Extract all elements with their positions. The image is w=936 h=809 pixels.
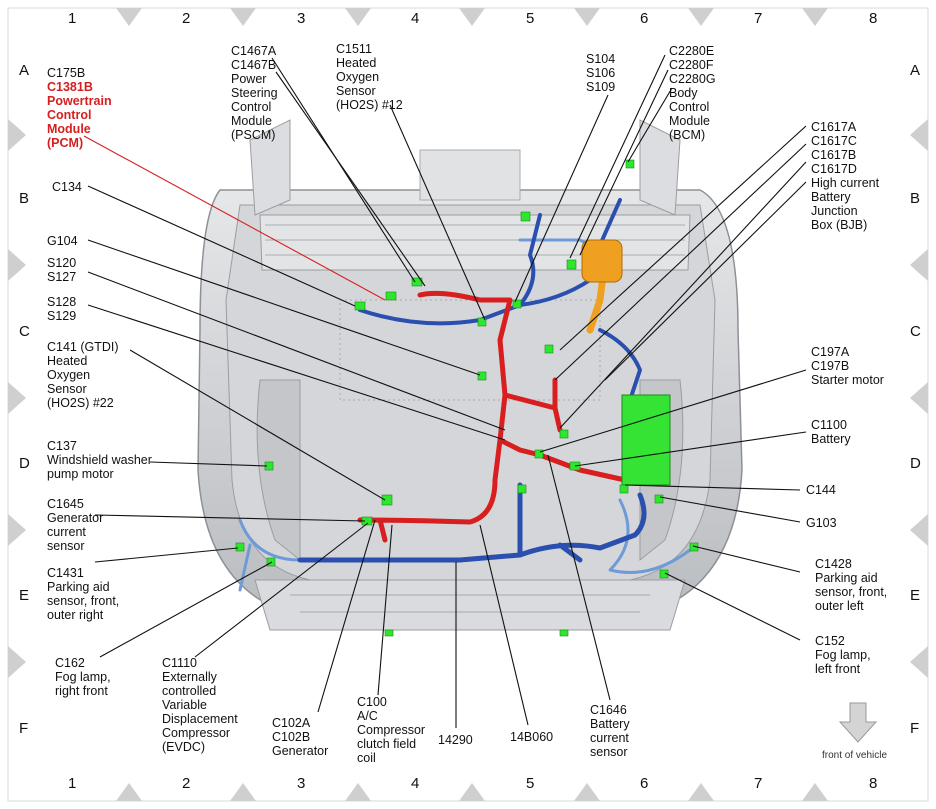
label-14290: 14290: [438, 733, 473, 747]
label-c144: C144: [806, 483, 836, 497]
front-of-vehicle-label: front of vehicle: [822, 750, 888, 761]
label-c162: C162 Fog lamp, right front: [55, 656, 111, 698]
label-c197: C197A C197B Starter motor: [811, 345, 884, 387]
grid-row-B-left: B: [19, 190, 30, 207]
grid-col-6-bottom: 6: [640, 775, 649, 792]
label-c134: C134: [52, 180, 82, 194]
grid-col-4-top: 4: [411, 10, 420, 27]
grid-col-7-bottom: 7: [754, 775, 763, 792]
grid-row-D-left: D: [19, 455, 30, 472]
grid-col-5-bottom: 5: [526, 775, 535, 792]
label-c100: C100 A/C Compressor clutch field coil: [357, 695, 426, 765]
label-c1645: C1645 Generator current sensor: [47, 497, 104, 553]
label-splices-s104: S104 S106 S109: [586, 52, 616, 94]
label-c175b: C175B: [47, 66, 86, 80]
grid-row-E-right: E: [910, 587, 921, 604]
grid-col-8-bottom: 8: [869, 775, 878, 792]
grid-col-4-bottom: 4: [411, 775, 420, 792]
grid-col-5-top: 5: [526, 10, 535, 27]
battery-block: [621, 394, 671, 486]
label-g103: G103: [806, 516, 837, 530]
label-c152: C152 Fog lamp, left front: [815, 634, 871, 676]
label-bcm: C2280E C2280F C2280G Body Control Module…: [669, 44, 716, 142]
grid-row-C-right: C: [910, 323, 921, 340]
connector-markers: [235, 159, 699, 637]
grid-row-F-left: F: [19, 720, 29, 737]
grid-col-1-top: 1: [68, 10, 77, 27]
harness-lightblue: [238, 238, 692, 592]
grid-row-B-right: B: [910, 190, 921, 207]
grid-col-2-top: 2: [182, 10, 191, 27]
grid-row-A-left: A: [19, 62, 30, 79]
components: [235, 159, 699, 637]
label-pscm: C1467A C1467B Power Steering Control Mod…: [231, 44, 278, 142]
grid-col-1-bottom: 1: [68, 775, 77, 792]
grid-row-C-left: C: [19, 323, 30, 340]
grid-col-3-top: 3: [297, 10, 306, 27]
label-pcm: C1381B Powertrain Control Module (PCM): [47, 80, 112, 150]
grid-row-F-right: F: [910, 720, 920, 737]
label-14b060: 14B060: [510, 730, 554, 744]
label-c1110: C1110 Externally controlled Variable Dis…: [162, 656, 238, 754]
grid-row-E-left: E: [19, 587, 30, 604]
label-bjb: C1617A C1617C C1617B C1617D High current…: [811, 120, 880, 232]
label-c141: C141 (GTDI) Heated Oxygen Sensor (HO2S) …: [47, 340, 119, 410]
label-c102: C102A C102B Generator: [272, 716, 329, 758]
grid-row-A-right: A: [910, 62, 921, 79]
grid-col-8-top: 8: [869, 10, 878, 27]
side-zone-markers: [8, 119, 928, 678]
label-c1431: C1431 Parking aid sensor, front, outer r…: [47, 566, 120, 622]
front-of-vehicle-arrow: [838, 702, 878, 743]
vehicle-front-body: [197, 119, 743, 631]
grid-col-6-top: 6: [640, 10, 649, 27]
grid-row-D-right: D: [910, 455, 921, 472]
grid-col-3-bottom: 3: [297, 775, 306, 792]
label-c1100: C1100 Battery: [811, 418, 851, 446]
grid-col-2-bottom: 2: [182, 775, 191, 792]
top-zone-markers: [116, 8, 828, 801]
label-ho2s-12: C1511 Heated Oxygen Sensor (HO2S) #12: [336, 42, 403, 112]
harness-blue-lower: [297, 482, 647, 563]
label-s120: S120 S127: [47, 256, 77, 284]
label-s128: S128 S129: [47, 295, 77, 323]
label-c1646: C1646 Battery current sensor: [590, 703, 630, 759]
label-g104: G104: [47, 234, 78, 248]
bjb-box: [581, 239, 623, 283]
leader-lines: [83, 54, 807, 728]
label-c1428: C1428 Parking aid sensor, front, outer l…: [815, 557, 888, 613]
grid-col-7-top: 7: [754, 10, 763, 27]
label-c137: C137 Windshield washer pump motor: [47, 439, 152, 481]
